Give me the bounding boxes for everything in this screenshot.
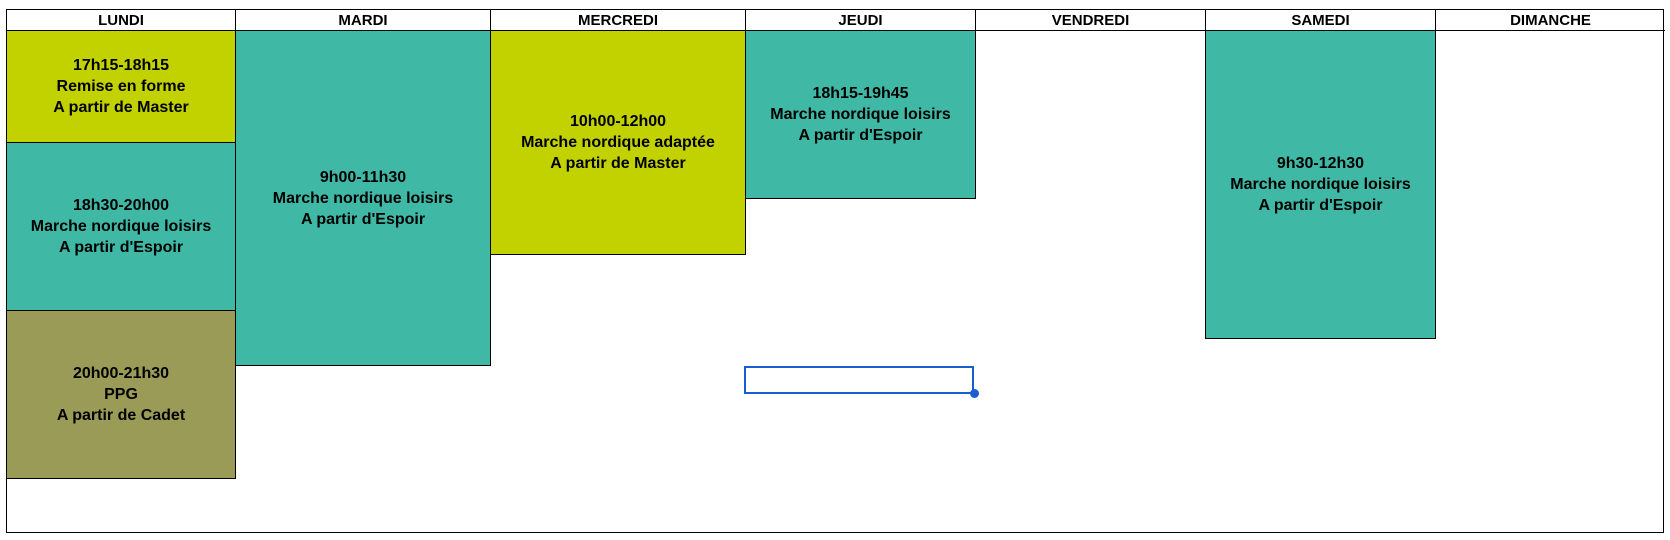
event-time: 18h15-19h45 — [812, 85, 909, 102]
header-dimanche[interactable]: DIMANCHE — [1436, 10, 1665, 31]
event-level: A partir de Master — [550, 155, 686, 172]
event-activity: Marche nordique loisirs — [272, 189, 454, 207]
header-mardi[interactable]: MARDI — [236, 10, 491, 31]
event-activity: Remise en forme — [56, 78, 186, 95]
event-block-lundi-ppg[interactable]: 20h00-21h30 PPG A partir de Cadet — [6, 310, 236, 479]
header-lundi[interactable]: LUNDI — [7, 10, 236, 31]
event-activity: PPG — [104, 386, 138, 403]
selected-cell[interactable] — [744, 366, 974, 394]
event-time: 20h00-21h30 — [72, 365, 170, 382]
event-block-lundi-marche-nordique[interactable]: 18h30-20h00 Marche nordique loisirs A pa… — [6, 142, 236, 311]
event-block-jeudi-marche-nordique[interactable]: 18h15-19h45 Marche nordique loisirs A pa… — [745, 30, 976, 199]
event-time: 10h00-12h00 — [569, 113, 667, 130]
header-vendredi[interactable]: VENDREDI — [976, 10, 1206, 31]
event-activity: Marche nordique loisirs — [770, 106, 951, 123]
event-time: 18h30-20h00 — [72, 197, 170, 214]
fill-handle[interactable] — [970, 389, 979, 398]
event-level: A partir d'Espoir — [798, 127, 923, 144]
header-mercredi[interactable]: MERCREDI — [491, 10, 746, 31]
event-activity: Marche nordique adaptée — [521, 134, 715, 151]
event-time: 9h00-11h30 — [319, 168, 407, 186]
event-activity: Marche nordique loisirs — [1230, 176, 1411, 193]
event-level: A partir d'Espoir — [1258, 197, 1383, 214]
event-block-mercredi-marche-adaptee[interactable]: 10h00-12h00 Marche nordique adaptée A pa… — [490, 30, 746, 255]
header-samedi[interactable]: SAMEDI — [1206, 10, 1436, 31]
event-block-mardi-marche-nordique[interactable]: 9h00-11h30 Marche nordique loisirs A par… — [235, 30, 491, 366]
event-level: A partir d'Espoir — [58, 239, 184, 256]
event-time: 9h30-12h30 — [1276, 155, 1365, 172]
event-block-lundi-remise-en-forme[interactable]: 17h15-18h15 Remise en forme A partir de … — [6, 30, 236, 143]
event-block-samedi-marche-nordique[interactable]: 9h30-12h30 Marche nordique loisirs A par… — [1205, 30, 1436, 339]
event-time: 17h15-18h15 — [72, 57, 170, 74]
event-level: A partir de Master — [53, 99, 189, 116]
header-jeudi[interactable]: JEUDI — [746, 10, 976, 31]
event-level: A partir d'Espoir — [300, 210, 426, 228]
event-activity: Marche nordique loisirs — [30, 218, 212, 235]
event-level: A partir de Cadet — [56, 407, 186, 424]
